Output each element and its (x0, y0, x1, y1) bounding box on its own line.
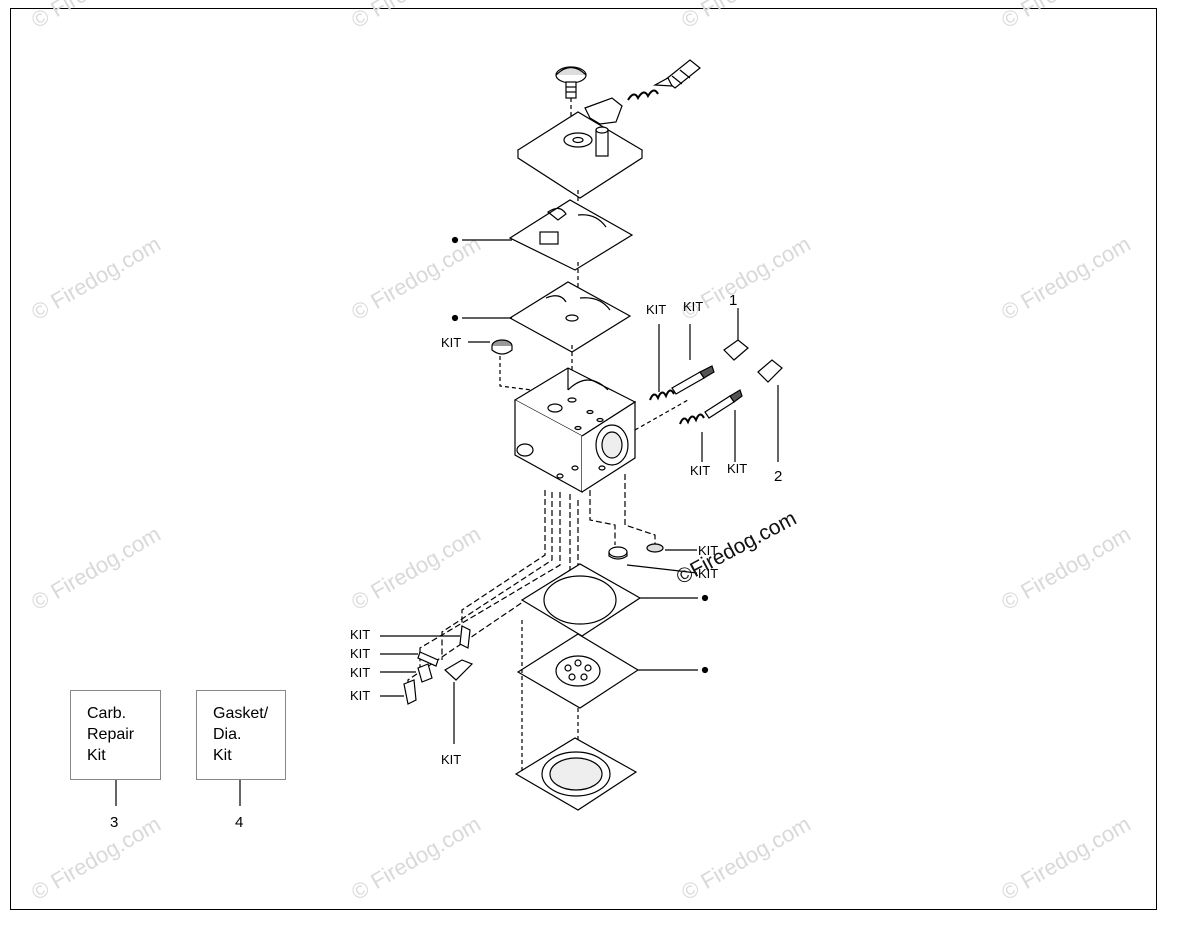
limiter-cap-part (757, 359, 783, 462)
pump-gasket-part (451, 199, 634, 292)
check-valve-part (608, 546, 698, 574)
metering-diaphragm-part (516, 633, 709, 740)
box-text: Repair (87, 726, 135, 743)
metering-cover-part (514, 620, 638, 811)
kit-label: KIT (350, 665, 371, 680)
box-text: Carb. (87, 705, 127, 722)
callout-number: 1 (729, 292, 738, 309)
box-text: Kit (213, 747, 232, 764)
gasket-dia-kit-box: Gasket/ Dia. Kit (196, 690, 286, 780)
assembly-guide-lines (407, 474, 656, 690)
kit-label: KIT (350, 646, 371, 661)
callout-number: 3 (110, 814, 119, 831)
inlet-needle-part (380, 625, 471, 649)
box-text: Gasket/ (213, 705, 269, 722)
carb-repair-kit-box: Carb. Repair Kit (70, 690, 161, 780)
carburetor-body-part (513, 367, 689, 494)
kit-label: KIT (646, 302, 667, 317)
kit-label: KIT (727, 461, 748, 476)
box-text: Dia. (213, 726, 242, 743)
kit-label: KIT (698, 543, 719, 558)
screw-part (380, 663, 433, 683)
idle-screw-part (604, 59, 701, 113)
kit-label: KIT (350, 688, 371, 703)
kit-label: KIT (441, 335, 462, 350)
metering-gasket-part (520, 563, 709, 648)
mixture-needle-part (649, 324, 715, 401)
fulcrum-pin-part (380, 651, 439, 667)
check-valve-part (646, 543, 697, 553)
pump-diaphragm-part (451, 281, 632, 395)
metering-lever-part (443, 659, 474, 744)
kit-label: KIT (698, 566, 719, 581)
spring-part (380, 679, 417, 705)
kit-label: KIT (350, 627, 371, 642)
mixture-needle-part (679, 389, 743, 462)
kit-label: KIT (441, 752, 462, 767)
callout-number: 2 (774, 468, 783, 485)
kit-label: KIT (690, 463, 711, 478)
filter-screen-part (468, 339, 549, 393)
callout-number: 4 (235, 814, 244, 831)
pump-cover-part (516, 111, 644, 205)
limiter-cap-part (723, 308, 749, 361)
lever-part (584, 97, 623, 125)
diagram-frame (10, 8, 1157, 910)
kit-label: KIT (683, 299, 704, 314)
box-text: Kit (87, 747, 106, 764)
